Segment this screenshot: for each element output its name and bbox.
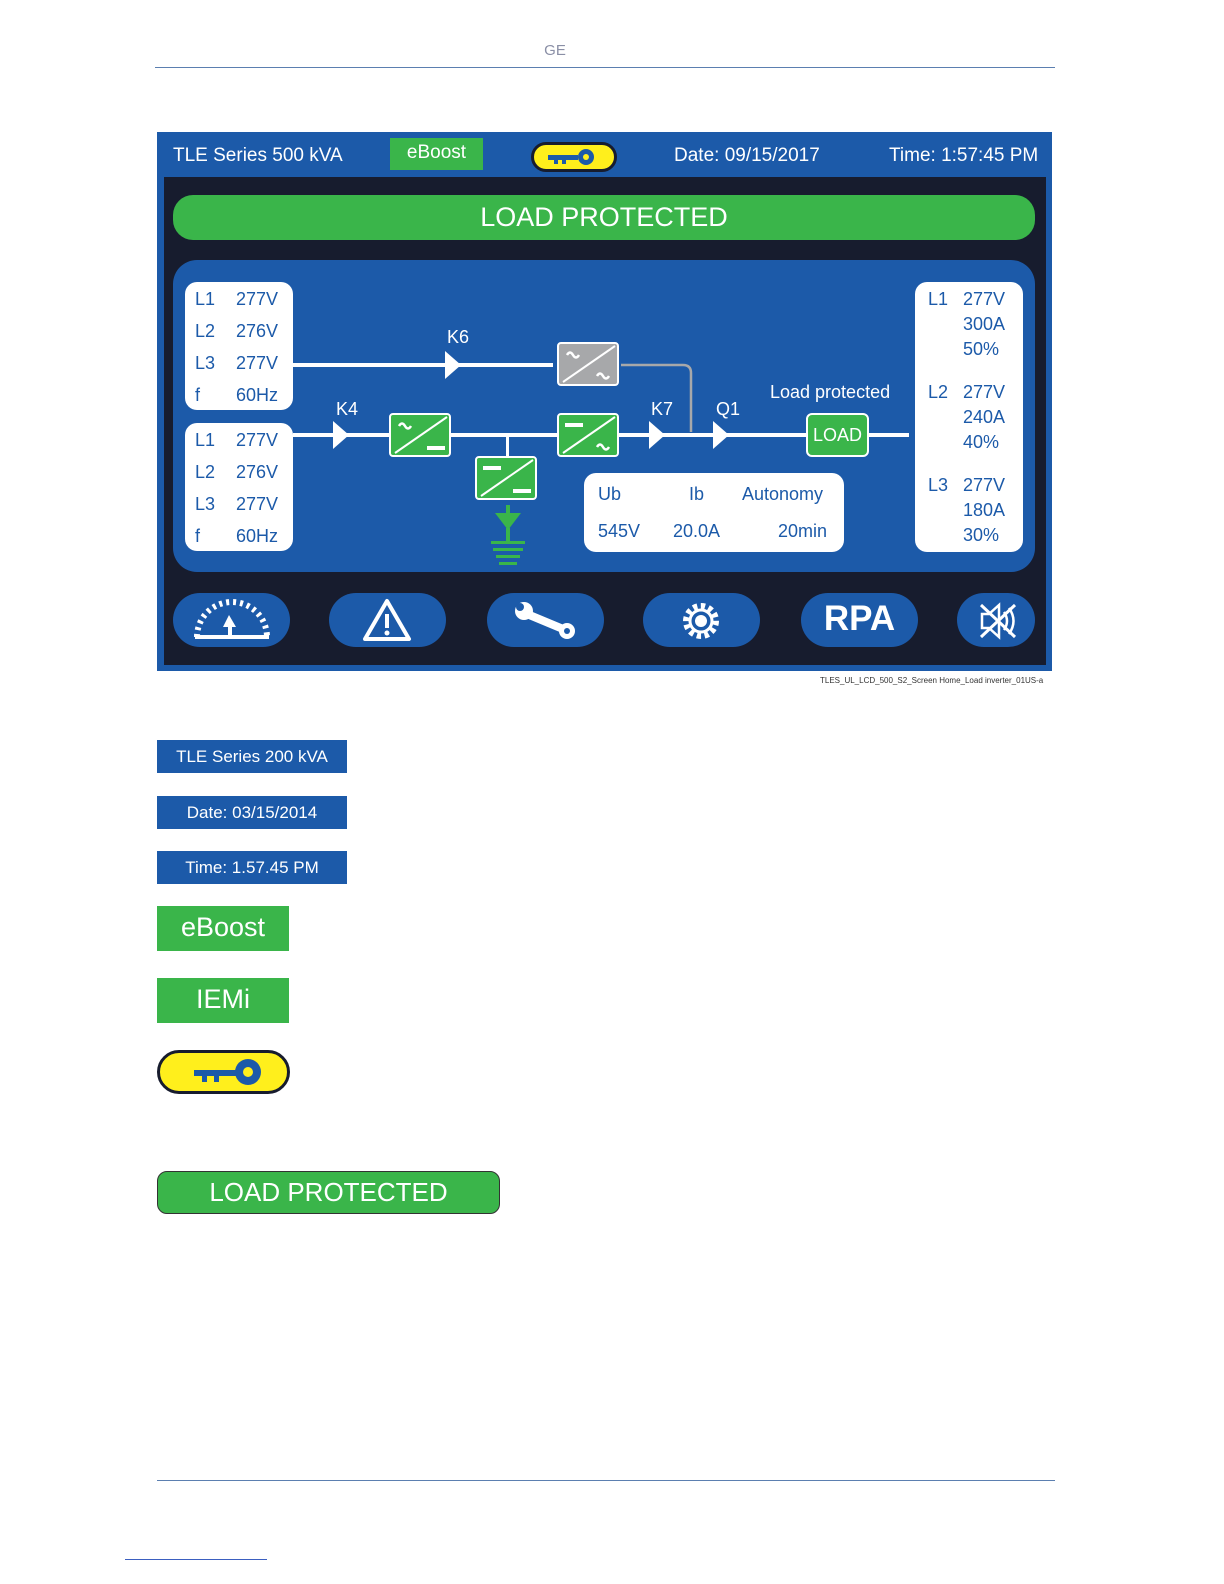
footnote-rule <box>125 1559 267 1560</box>
mains-freq-label: f <box>195 385 201 405</box>
autonomy-value: 20min <box>778 521 828 541</box>
rpa-label: RPA <box>823 599 896 638</box>
battery-branch-line <box>506 435 509 457</box>
output-l3-current: 180A <box>963 500 1006 520</box>
mains-l2-value: 276V <box>236 321 279 341</box>
screen-body: LOAD PROTECTED <box>164 177 1046 665</box>
load-protected-label: Load protected <box>770 382 891 402</box>
output-l1-label: L1 <box>928 289 949 309</box>
ib-label: Ib <box>689 484 705 504</box>
bypass-l1-label: L1 <box>195 430 216 450</box>
mains-freq-value: 60Hz <box>236 385 279 405</box>
rectifier-icon[interactable] <box>389 413 451 457</box>
legend-eboost-badge: eBoost <box>157 906 289 951</box>
bypass-l1-value: 277V <box>236 430 279 450</box>
dc-ac-icon <box>562 416 616 454</box>
ac-ac-icon <box>562 345 616 383</box>
gauge-icon <box>194 599 270 639</box>
bypass-input-panel: L1 277V L2 276V L3 277V f 60Hz <box>185 423 293 551</box>
time-display: Time: 1:57:45 PM <box>889 145 1039 166</box>
k4-switch-label: K4 <box>336 399 359 419</box>
output-l3-voltage: 277V <box>963 475 1006 495</box>
rpa-button[interactable]: RPA <box>801 593 918 647</box>
output-l2-load: 40% <box>963 432 1000 452</box>
mains-l2-label: L2 <box>195 321 216 341</box>
static-switch-icon[interactable] <box>557 342 619 386</box>
mains-input-panel: L1 277V L2 276V L3 277V f 60Hz <box>185 282 293 410</box>
output-l1-voltage: 277V <box>963 289 1006 309</box>
bypass-l2-label: L2 <box>195 462 216 482</box>
bypass-line <box>293 363 553 367</box>
mains-l3-value: 277V <box>236 353 279 373</box>
ub-label: Ub <box>598 484 622 504</box>
service-button[interactable] <box>487 593 604 647</box>
legend-time-label: Time: 1.57.45 PM <box>157 851 347 884</box>
output-l2-voltage: 277V <box>963 382 1006 402</box>
k6-switch-label: K6 <box>447 327 470 347</box>
ac-dc-icon <box>394 416 448 454</box>
output-l1-load: 50% <box>963 339 1000 359</box>
bypass-l2-value: 276V <box>236 462 279 482</box>
bypass-l3-label: L3 <box>195 494 216 514</box>
eboost-mode-badge[interactable]: eBoost <box>390 138 483 170</box>
figure-caption: TLES_UL_LCD_500_S2_Screen Home_Load inve… <box>820 676 1044 685</box>
measurements-button[interactable] <box>173 593 290 647</box>
legend-iemi-badge: IEMi <box>157 978 289 1023</box>
model-title: TLE Series 500 kVA <box>173 145 343 166</box>
ups-home-screen: TLE Series 500 kVA eBoost Date: 09/15/20… <box>157 132 1052 671</box>
alarms-button[interactable] <box>329 593 446 647</box>
mains-l1-label: L1 <box>195 289 216 309</box>
single-line-diagram: L1 277V L2 276V L3 277V f 60Hz L1 277V L… <box>173 260 1035 572</box>
header-rule <box>155 67 1055 68</box>
key-icon <box>194 1059 261 1085</box>
output-l3-load: 30% <box>963 525 1000 545</box>
key-icon <box>548 149 594 165</box>
q1-switch-label: Q1 <box>716 399 741 419</box>
ub-value: 545V <box>598 521 641 541</box>
dc-dc-icon <box>480 459 534 497</box>
output-l2-current: 240A <box>963 407 1006 427</box>
output-l1-current: 300A <box>963 314 1006 334</box>
mains-l3-label: L3 <box>195 353 216 373</box>
k7-switch-label: K7 <box>651 399 674 419</box>
gear-icon <box>683 603 719 639</box>
settings-button[interactable] <box>643 593 760 647</box>
mute-button[interactable] <box>957 593 1035 647</box>
legend-date-label: Date: 03/15/2014 <box>157 796 347 829</box>
output-l2-label: L2 <box>928 382 949 402</box>
legend-load-protected-banner: LOAD PROTECTED <box>157 1171 500 1214</box>
bypass-freq-value: 60Hz <box>236 526 279 546</box>
warning-icon <box>363 599 411 641</box>
document-header: GE <box>544 42 566 59</box>
speaker-muted-icon <box>979 602 1017 640</box>
bypass-freq-label: f <box>195 526 201 546</box>
footer-rule <box>157 1480 1055 1481</box>
mains-l1-value: 277V <box>236 289 279 309</box>
diagram-wiring <box>333 351 729 565</box>
date-display: Date: 09/15/2017 <box>674 145 820 166</box>
key-lock-button[interactable] <box>531 142 617 172</box>
load-button[interactable]: LOAD <box>806 413 869 457</box>
load-protected-banner: LOAD PROTECTED <box>173 195 1035 240</box>
ib-value: 20.0A <box>673 521 721 541</box>
legend-model-label: TLE Series 200 kVA <box>157 740 347 773</box>
wrench-icon <box>515 602 575 639</box>
output-panel: L1 277V 300A 50% L2 277V 240A 40% L3 277… <box>915 282 1023 552</box>
bypass-l3-value: 277V <box>236 494 279 514</box>
inverter-icon[interactable] <box>557 413 619 457</box>
legend-key-lock <box>157 1050 290 1094</box>
battery-converter-icon[interactable] <box>475 456 537 500</box>
autonomy-label: Autonomy <box>742 484 824 504</box>
output-l3-label: L3 <box>928 475 949 495</box>
battery-panel: Ub Ib Autonomy 545V 20.0A 20min <box>584 473 844 552</box>
